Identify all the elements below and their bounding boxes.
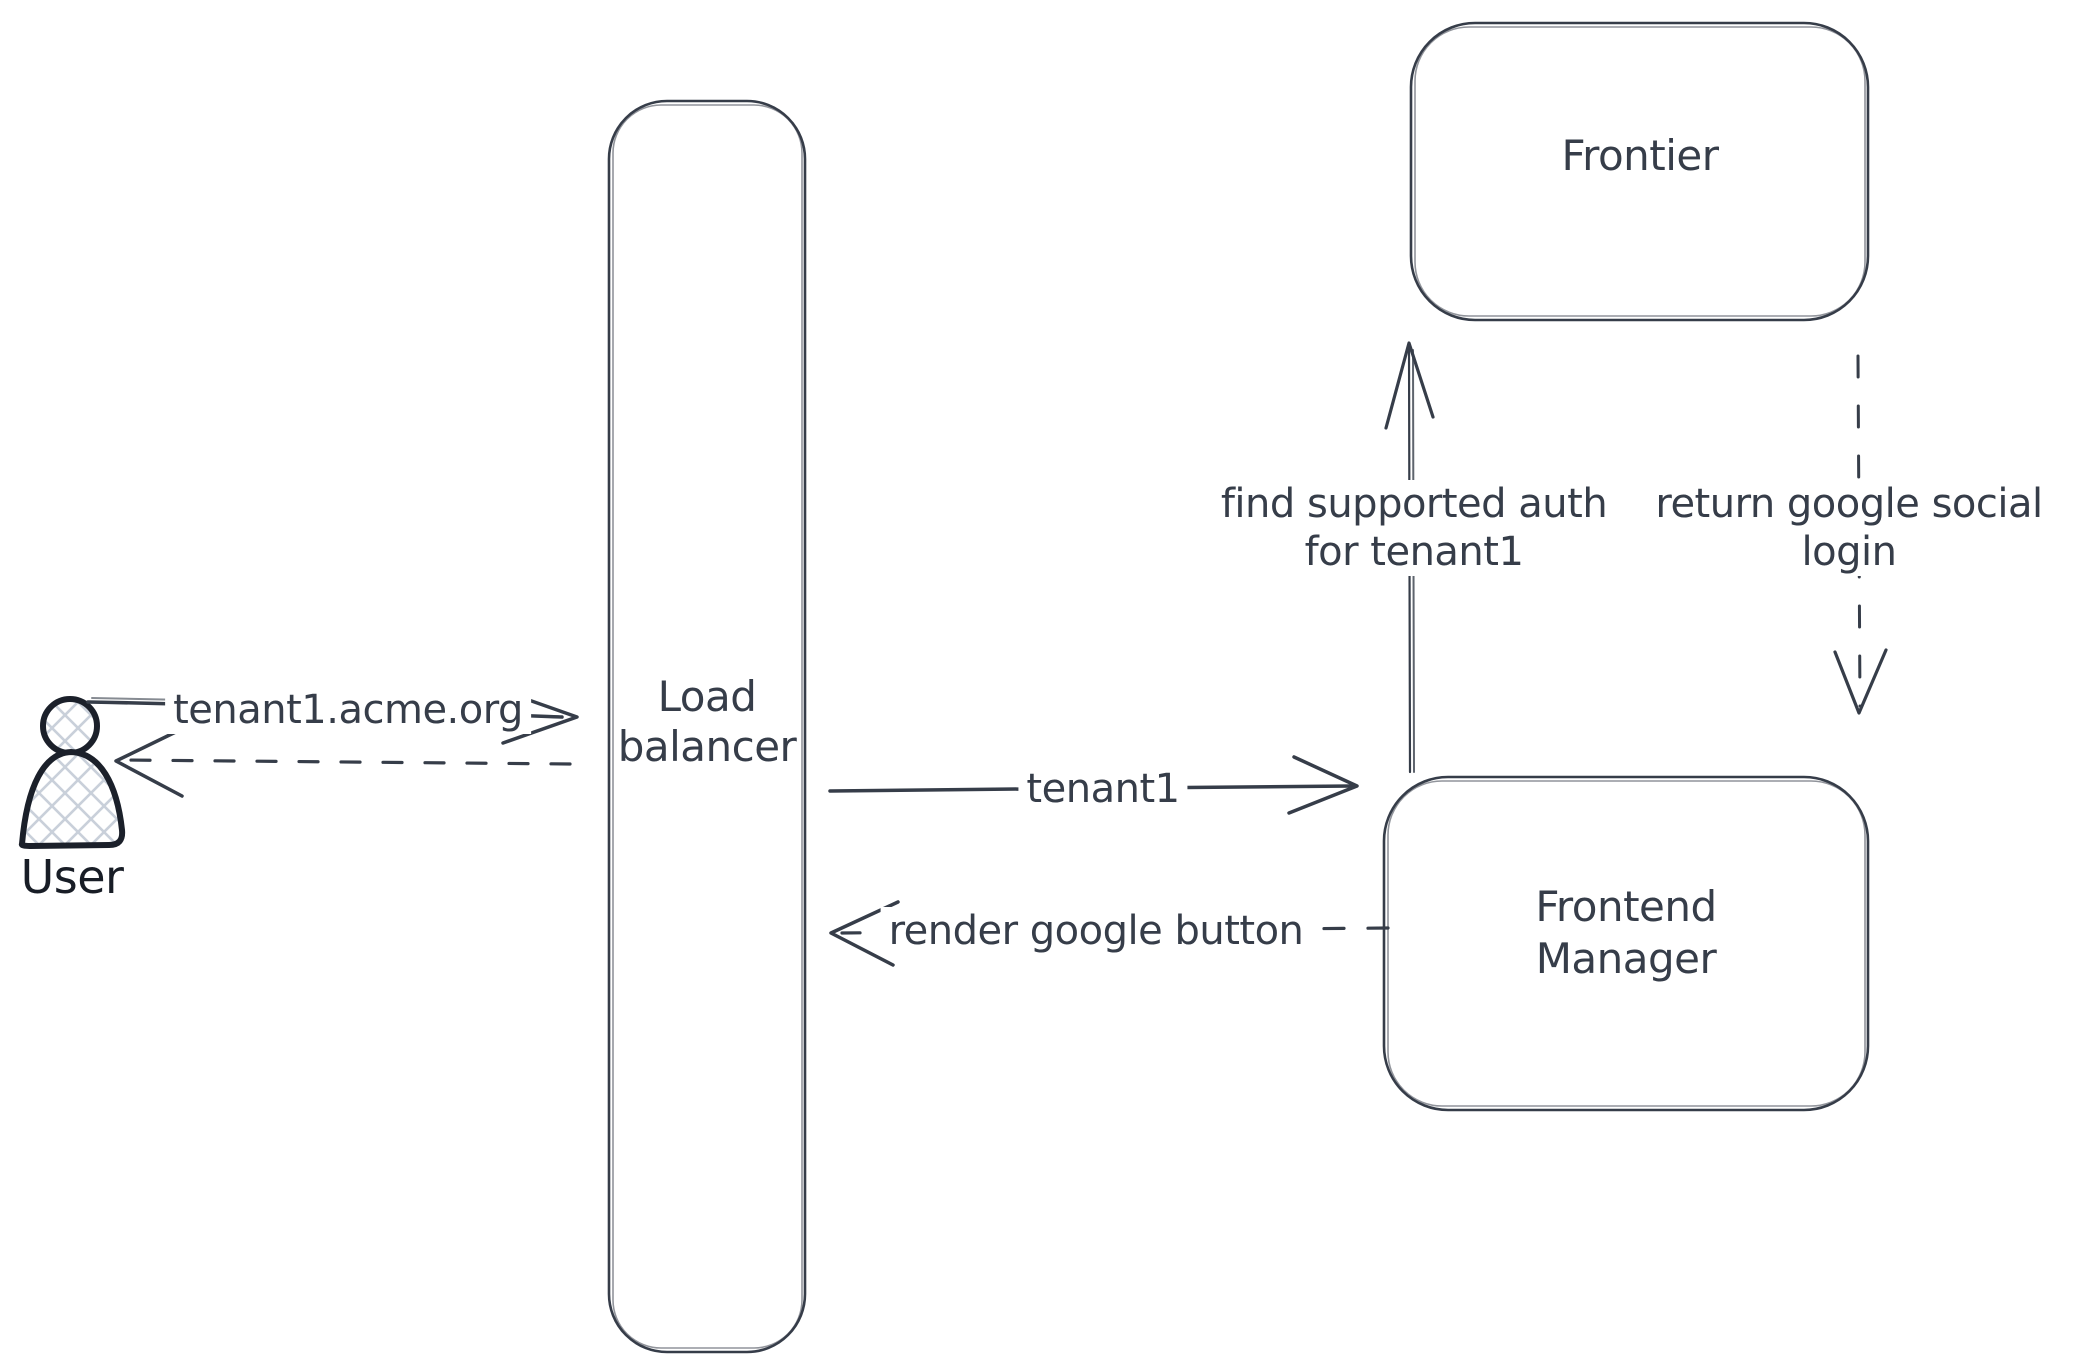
edge-label-tenant1-acme-org: tenant1.acme.org — [165, 686, 531, 734]
user-body — [18, 749, 126, 849]
load-balancer-label: Load balancer — [618, 672, 797, 772]
edge-frontier-to-frontend-manager-arrowhead — [1833, 648, 1888, 715]
frontend-manager-box — [1382, 775, 1870, 1112]
edge-label-return-google-social-login: return google social login — [1647, 480, 2051, 576]
frontier-box — [1409, 21, 1870, 322]
user-icon — [18, 696, 126, 849]
edge-frontier-to-frontend-manager — [1833, 354, 1888, 715]
edge-load-balancer-to-user-arrowhead — [114, 725, 188, 798]
frontier-box-sketch-stroke — [1414, 26, 1866, 317]
edge-label-return-google-social-login-line1: return google social — [1655, 481, 2043, 527]
load-balancer-box-sketch-stroke — [612, 104, 803, 1349]
user-head — [40, 696, 100, 756]
load-balancer-box — [607, 99, 807, 1354]
edge-load-balancer-to-frontend-manager-arrowhead — [1287, 755, 1359, 815]
edge-label-find-supported-auth-line2: for tenant1 — [1304, 529, 1524, 575]
edge-load-balancer-to-user-line — [122, 758, 572, 766]
edge-label-return-google-social-login-line2: login — [1801, 529, 1897, 575]
frontend-manager-label-line2: Manager — [1535, 934, 1717, 983]
edge-frontend-manager-to-load-balancer-arrowhead — [829, 900, 900, 967]
frontend-manager-label-line1: Frontend — [1535, 882, 1717, 931]
frontend-manager-label: Frontend Manager — [1535, 881, 1717, 985]
edge-label-find-supported-auth-line1: find supported auth — [1220, 481, 1608, 527]
load-balancer-label-line2: balancer — [617, 722, 797, 771]
load-balancer-label-line1: Load — [657, 672, 757, 721]
user-label: User — [20, 850, 124, 904]
frontend-manager-box-sketch-stroke — [1387, 780, 1866, 1107]
edge-label-find-supported-auth: find supported auth for tenant1 — [1212, 480, 1616, 576]
edge-label-render-google-button: render google button — [880, 907, 1312, 955]
frontier-label: Frontier — [1561, 131, 1719, 180]
edge-label-tenant1: tenant1 — [1018, 765, 1188, 813]
edge-frontend-manager-to-frontier-arrowhead — [1384, 341, 1435, 430]
edge-frontier-to-frontend-manager-line — [1856, 354, 1862, 708]
edge-load-balancer-to-user — [114, 725, 572, 798]
